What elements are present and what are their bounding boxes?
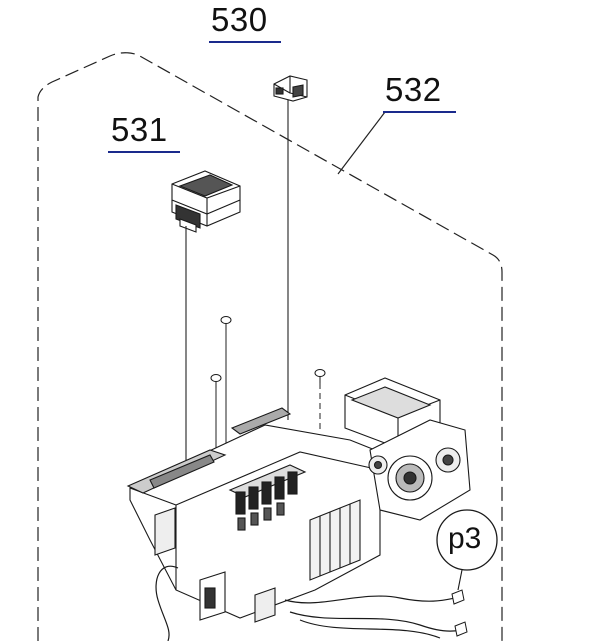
connector-2 (454, 621, 468, 637)
cable-right-3 (299, 619, 441, 639)
cable-right-1 (284, 595, 456, 604)
reference-leader (457, 569, 463, 591)
reference-circle (436, 509, 498, 571)
main-assembly (126, 377, 471, 623)
screw-2 (210, 374, 222, 388)
part-531-cover (171, 170, 241, 233)
callout-532: 532 (385, 71, 442, 108)
cable-right-2 (289, 611, 461, 632)
connector-1 (451, 589, 465, 605)
reference-label: p3 (448, 522, 482, 555)
callout-532-underline (383, 111, 456, 113)
cable-left (155, 565, 179, 641)
assembly-boundary-532 (37, 52, 503, 641)
leader-532 (337, 111, 386, 175)
part-530-clip (273, 75, 308, 102)
screw-3 (314, 369, 326, 383)
callout-530: 530 (211, 1, 268, 38)
screw-1 (220, 316, 232, 330)
callout-531-underline (108, 151, 180, 153)
callout-530-underline (209, 41, 281, 43)
callout-531: 531 (111, 111, 168, 148)
cap-slots (228, 464, 307, 531)
